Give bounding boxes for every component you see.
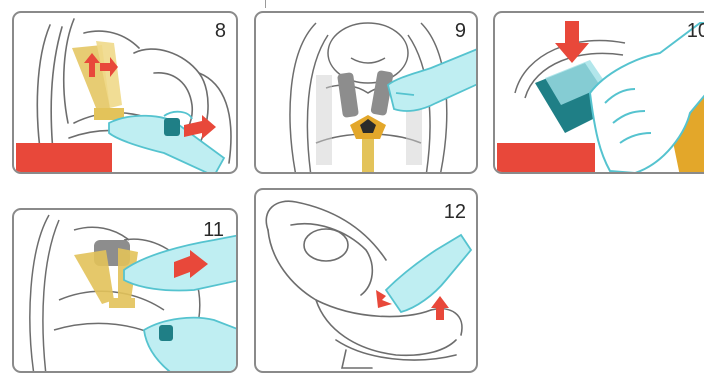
headrest [328, 23, 408, 83]
hand-icon [386, 235, 471, 312]
step-number: 11 [203, 220, 224, 240]
push-down-arrow [555, 21, 589, 63]
hand-icon-lower [144, 318, 238, 373]
step-8-illustration [14, 13, 238, 174]
base-foot [342, 350, 372, 368]
shoulder-pads [337, 70, 394, 118]
step-11-panel: 11 [12, 208, 238, 373]
red-tag-block [16, 143, 112, 174]
step-9-panel: 9 [254, 11, 478, 174]
pull-arrow [184, 115, 216, 139]
step-12-panel: 12 [254, 188, 478, 373]
seat-shell-top [266, 201, 386, 260]
adjuster-buckle [159, 325, 173, 341]
red-arrow-up [431, 296, 449, 320]
step-number: 12 [444, 202, 466, 222]
hand-icon [388, 48, 478, 111]
step-9-illustration [256, 13, 478, 174]
red-tag-block [497, 143, 595, 174]
harness-straps [72, 41, 124, 120]
step-number: 8 [215, 21, 226, 41]
adjuster-buckle [164, 118, 180, 136]
step-8-panel: 8 [12, 11, 238, 174]
step-10-panel: 10 [493, 11, 704, 174]
step-number: 9 [455, 21, 466, 41]
step-10-illustration [495, 13, 704, 174]
step-number: 10 [687, 21, 704, 41]
seat-back-outline [37, 25, 50, 163]
top-tick-mark [265, 0, 266, 8]
